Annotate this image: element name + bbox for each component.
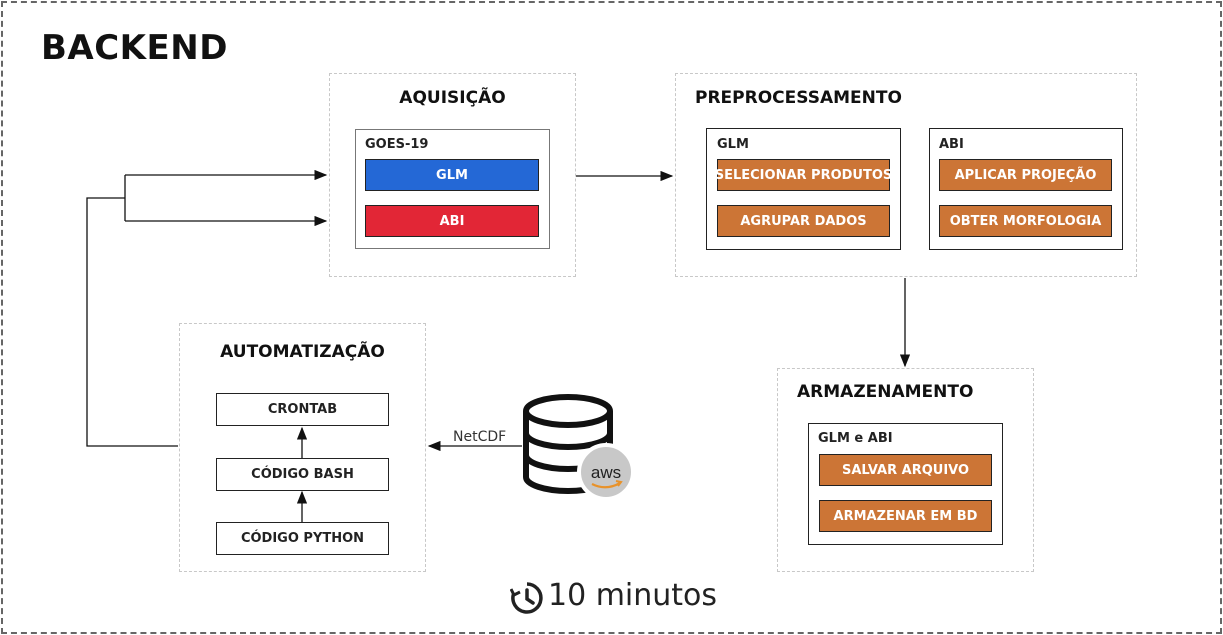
aws-label: aws [591,463,621,482]
aws-icon: aws [577,443,635,501]
crontab-box: CRONTAB [216,393,389,426]
loop-line [86,197,178,447]
aquisicao-title: AQUISIÇÃO [399,88,506,108]
codigo-python-box: CÓDIGO PYTHON [216,522,389,555]
aquisicao-section [329,73,576,277]
automatizacao-title: AUTOMATIZAÇÃO [220,342,385,362]
armazenamento-title: ARMAZENAMENTO [797,382,974,402]
obter-morfologia-box: OBTER MORFOLOGIA [939,205,1112,237]
armazenar-bd-box: ARMAZENAR EM BD [819,500,992,532]
aplicar-projecao-box: APLICAR PROJEÇÃO [939,159,1112,191]
page-title: BACKEND [41,28,228,68]
armazen-group-label: GLM e ABI [818,431,893,446]
automatizacao-section [179,323,426,572]
preproc-abi-label: ABI [939,137,964,152]
preproc-glm-label: GLM [717,137,749,152]
netcdf-label: NetCDF [453,429,507,445]
salvar-arquivo-box: SALVAR ARQUIVO [819,454,992,486]
clock-icon [510,582,543,614]
selecionar-produtos-box: SELECIONAR PRODUTOS [715,159,892,191]
codigo-bash-box: CÓDIGO BASH [216,458,389,491]
agrupar-dados-box: AGRUPAR DADOS [717,205,890,237]
glm-box: GLM [365,159,539,191]
preprocessamento-title: PREPROCESSAMENTO [695,88,902,108]
database-icon: aws [523,394,635,501]
abi-box: ABI [365,205,539,237]
goes-group-label: GOES-19 [365,137,429,152]
armazenamento-section [777,368,1034,572]
preprocessamento-section [675,73,1137,277]
footer-interval: 10 minutos [548,578,718,613]
